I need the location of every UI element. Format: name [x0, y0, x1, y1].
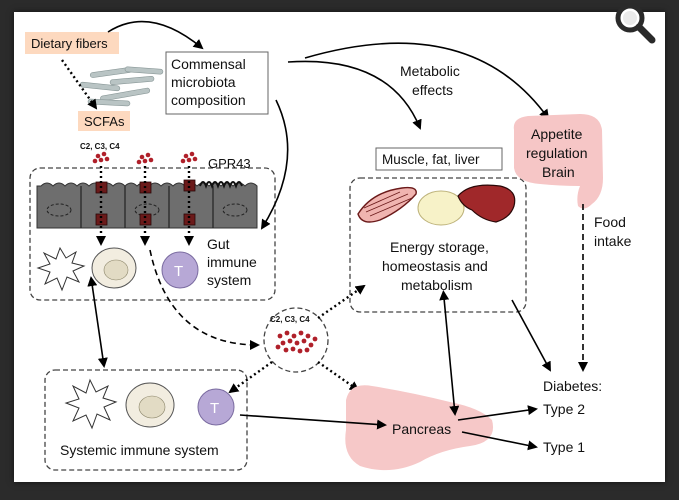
circulating-scfa-dots	[275, 330, 318, 354]
liver-icon	[457, 184, 516, 223]
appetite-label-line2: regulation	[526, 145, 588, 161]
circulation-to-systemic-arrow	[228, 361, 273, 394]
food-label-line2: intake	[594, 233, 632, 249]
scfa-dots-cluster-3	[180, 151, 198, 164]
scfa-dots-cluster-1	[92, 151, 110, 164]
appetite-label-line1: Appetite	[531, 126, 583, 142]
magnifier-icon[interactable]	[608, 0, 664, 46]
circulation-to-pancreas-arrow	[317, 361, 360, 392]
systemic-dendritic-cell-icon	[64, 378, 118, 430]
type1-label: Type 1	[543, 439, 585, 455]
dietary-fibers-box	[25, 32, 119, 54]
pancreas-to-type1-arrow	[461, 431, 538, 451]
dendritic-cell-icon	[36, 246, 86, 292]
circulation-to-organs-arrow	[317, 284, 366, 319]
metabolic-label-line1: Metabolic	[400, 63, 460, 79]
systemic-t-cell-icon	[197, 388, 235, 426]
appetite-label-line3: Brain	[542, 164, 575, 180]
circulating-scfa-types-label: C2, C3, C4	[270, 315, 310, 324]
circulating-scfa-circle	[263, 307, 329, 373]
scfas-box	[78, 111, 130, 131]
gut-to-circulation-arrow	[149, 249, 260, 350]
commensal-label-line3: composition	[171, 92, 246, 108]
commensal-to-appetite-arrow	[304, 42, 550, 120]
gut-region-box	[29, 167, 276, 301]
organs-to-diabetes-arrow	[511, 299, 551, 372]
gpr43-receptor-icon	[199, 181, 243, 189]
energy-label-line3: metabolism	[401, 277, 473, 293]
pancreas-to-type2-arrow	[457, 405, 538, 421]
commensal-label-line1: Commensal	[171, 56, 246, 72]
diagram-canvas: Dietary fibers SCFAs C2, C3, C4 GPR43	[14, 12, 665, 482]
organs-pancreas-arrow	[439, 290, 460, 416]
organ-region-box	[349, 177, 527, 313]
diabetes-label: Diabetes:	[543, 378, 602, 394]
t-cell-icon	[161, 251, 199, 289]
commensal-to-gut-immune-arrow	[260, 99, 289, 230]
scfa-types-label: C2, C3, C4	[80, 142, 120, 151]
diagram: Dietary fibers SCFAs C2, C3, C4 GPR43	[25, 20, 632, 471]
scfa-dots-cluster-2	[136, 152, 154, 165]
dietary-fibers-label: Dietary fibers	[31, 36, 108, 51]
scfas-label: SCFAs	[84, 114, 125, 129]
fat-icon	[417, 190, 465, 226]
muscle-fat-liver-box	[375, 147, 503, 171]
pancreas-label: Pancreas	[392, 421, 451, 437]
commensal-microbiota-box	[165, 51, 269, 115]
commensal-to-muscle-arrow	[287, 60, 422, 130]
commensal-label-line2: microbiota	[171, 74, 236, 90]
gpr43-label: GPR43	[208, 156, 251, 171]
t-cell-label: T	[174, 263, 183, 280]
gut-immune-label-line2: immune	[207, 254, 257, 270]
systemic-t-cell-label: T	[210, 400, 219, 417]
type2-label: Type 2	[543, 401, 585, 417]
gut-immune-label-line1: Gut	[207, 236, 230, 252]
energy-label-line1: Energy storage,	[390, 239, 489, 255]
systemic-immune-box	[44, 369, 248, 471]
fiber-strands-icon	[79, 66, 164, 107]
gut-epithelium	[36, 182, 258, 229]
systemic-immune-label: Systemic immune system	[60, 442, 219, 458]
gut-systemic-immune-arrow	[87, 276, 108, 368]
fibers-to-commensal-arrow	[107, 20, 204, 50]
energy-label-line2: homeostasis and	[382, 258, 488, 274]
food-label-line1: Food	[594, 214, 626, 230]
systemic-to-pancreas-arrow	[239, 414, 387, 430]
gut-immune-label-line3: system	[207, 272, 251, 288]
metabolic-label-line2: effects	[412, 82, 453, 98]
muscle-icon	[357, 186, 417, 223]
brain-shape	[513, 114, 603, 209]
muscle-fat-liver-label: Muscle, fat, liver	[382, 152, 480, 167]
